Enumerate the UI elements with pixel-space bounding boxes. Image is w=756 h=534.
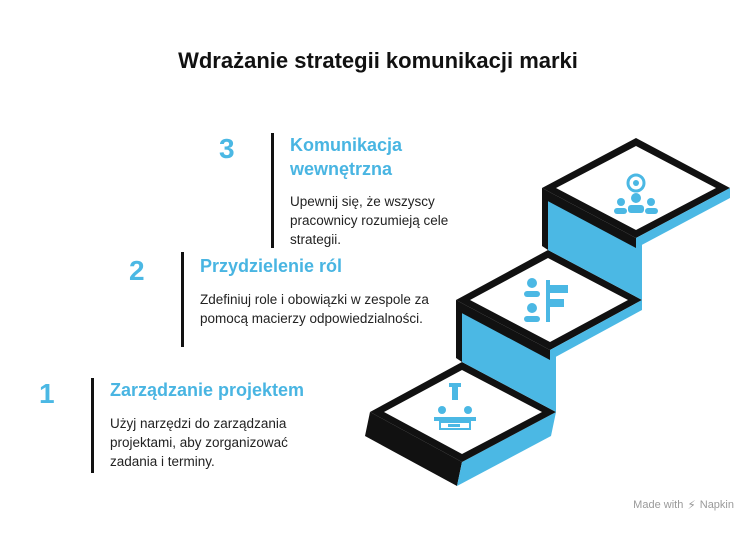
step-1-number: 1 bbox=[39, 378, 55, 409]
step-3-title: Komunikacja wewnętrzna bbox=[290, 135, 403, 179]
step-2-number: 2 bbox=[129, 255, 145, 286]
made-with-label: Made with bbox=[633, 499, 684, 511]
stair-step-1 bbox=[365, 300, 556, 486]
step-1-description: Użyj narzędzi do zarządzania projektami,… bbox=[110, 416, 288, 469]
stair-step-3 bbox=[542, 138, 730, 248]
step-3-description: Upewnij się, że wszyscy pracownicy rozum… bbox=[290, 194, 449, 247]
napkin-logo-icon: ⚡︎ bbox=[687, 498, 696, 512]
team-communication-icon bbox=[614, 173, 658, 214]
napkin-brand-label: Napkin bbox=[699, 499, 734, 511]
step-1-title: Zarządzanie projektem bbox=[110, 380, 305, 400]
napkin-footer: Made with ⚡︎ Napkin bbox=[633, 498, 734, 512]
step-3-divider bbox=[271, 133, 274, 248]
role-assignment-icon bbox=[524, 278, 568, 322]
step-2-description: Zdefiniuj role i obowiązki w zespole za … bbox=[200, 292, 429, 326]
meeting-table-icon bbox=[434, 383, 476, 430]
step-2-title: Przydzielenie ról bbox=[200, 256, 343, 276]
step-2-divider bbox=[181, 252, 184, 347]
step-3-number: 3 bbox=[219, 133, 235, 164]
step-1-divider bbox=[91, 378, 94, 473]
page-title: Wdrażanie strategii komunikacji marki bbox=[178, 48, 578, 73]
